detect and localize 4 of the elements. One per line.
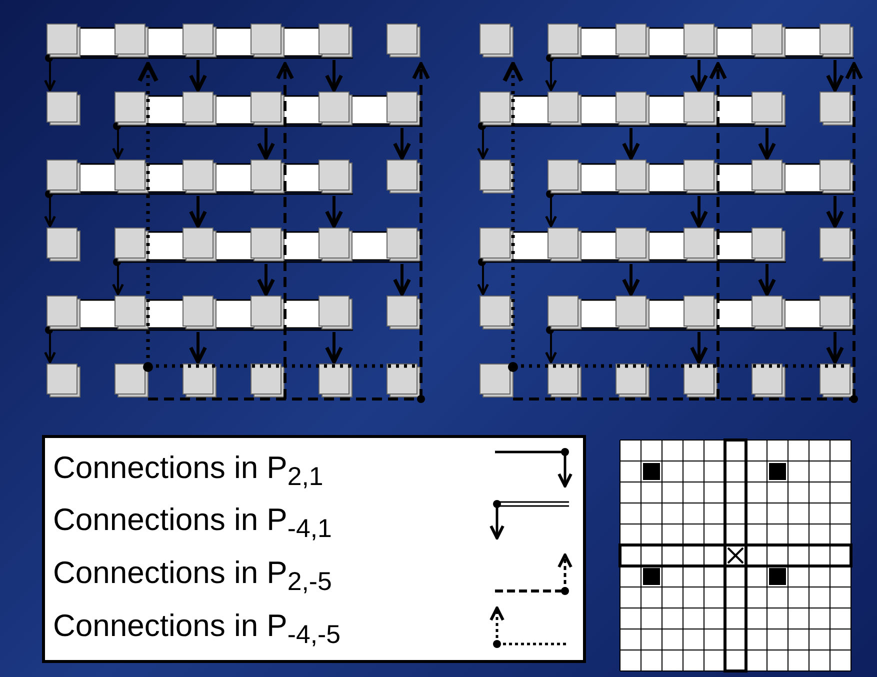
legend-text: Connections in P$_{2,-5}$: [53, 555, 332, 598]
legend-text: Connections in P$_{2,1}$: [53, 450, 324, 494]
legend-text: Connections in P$_{-4,-5}$: [53, 608, 340, 652]
legend-text: Connections in P$_{-4,1}$: [53, 502, 332, 546]
